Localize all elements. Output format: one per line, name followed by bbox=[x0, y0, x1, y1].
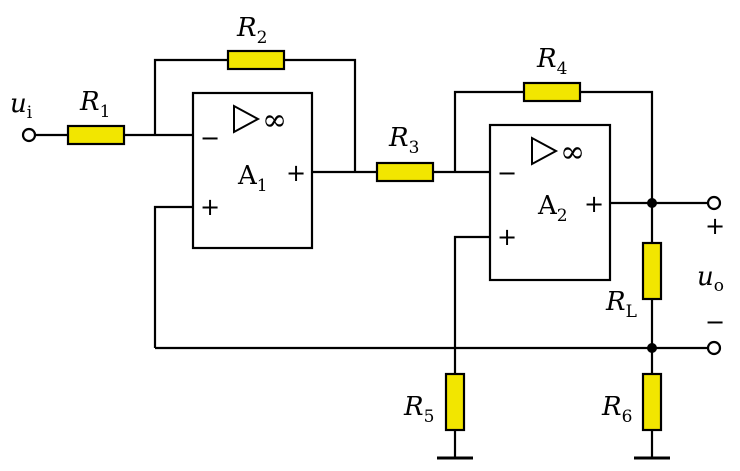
opamp-a1-inv-sign: − bbox=[200, 124, 220, 152]
opamp-a1: ∞ − + + A1 bbox=[191, 91, 314, 250]
terminal-input bbox=[21, 127, 37, 143]
wire-r2-feedback-right bbox=[284, 58, 357, 172]
resistor-r1 bbox=[66, 124, 126, 146]
label-r2: R2 bbox=[236, 13, 267, 48]
opamp-a2-triangle-icon bbox=[531, 136, 559, 166]
opamp-a2-body bbox=[488, 123, 612, 282]
label-r5: R5 bbox=[403, 392, 434, 427]
label-r1: R1 bbox=[79, 87, 110, 122]
opamp-a1-label: A1 bbox=[237, 161, 268, 196]
wire-noninv1 bbox=[153, 205, 193, 348]
resistor-r5 bbox=[444, 372, 466, 432]
labels: ui R1 R2 R3 R4 RL R5 R6 uo + − bbox=[10, 13, 725, 427]
opamp-a1-body bbox=[191, 91, 314, 250]
opamp-a1-noninv-sign: + bbox=[200, 193, 220, 221]
wires bbox=[35, 58, 708, 460]
opamp-a2-out-sign: + bbox=[584, 190, 604, 218]
nodes bbox=[21, 127, 722, 356]
resistors bbox=[66, 49, 663, 432]
resistor-r3 bbox=[375, 161, 435, 183]
wire-r2-feedback-left bbox=[153, 58, 228, 135]
opamp-a2-label: A2 bbox=[537, 191, 568, 226]
wire-r4-feedback-left bbox=[453, 90, 524, 172]
junction-output bbox=[647, 198, 657, 208]
label-output-plus: + bbox=[705, 212, 725, 240]
label-rl: RL bbox=[605, 287, 637, 322]
terminal-output-minus bbox=[706, 340, 722, 356]
wire-noninv2 bbox=[453, 235, 490, 374]
resistor-r6 bbox=[641, 372, 663, 432]
label-r4: R4 bbox=[536, 44, 567, 79]
opamp-a1-out-sign: + bbox=[286, 159, 306, 187]
junction-bottom bbox=[647, 343, 657, 353]
label-output-voltage: uo bbox=[697, 262, 724, 296]
terminal-output-plus bbox=[706, 195, 722, 211]
label-input-voltage: ui bbox=[10, 89, 33, 123]
opamp-a2: ∞ − + + A2 bbox=[488, 123, 612, 282]
label-r3: R3 bbox=[388, 123, 419, 158]
resistor-r2 bbox=[226, 49, 286, 71]
opamp-a1-triangle-icon bbox=[233, 104, 261, 134]
opamp-a2-noninv-sign: + bbox=[497, 223, 517, 251]
label-output-minus: − bbox=[705, 308, 725, 336]
opamp-a1-gain: ∞ bbox=[262, 103, 287, 138]
opamp-a2-inv-sign: − bbox=[497, 159, 517, 187]
resistor-rl bbox=[641, 241, 663, 301]
opamp-a2-gain: ∞ bbox=[560, 135, 585, 170]
resistor-r4 bbox=[522, 81, 582, 103]
wire-r4-feedback-right bbox=[580, 90, 654, 203]
label-r6: R6 bbox=[601, 392, 632, 427]
